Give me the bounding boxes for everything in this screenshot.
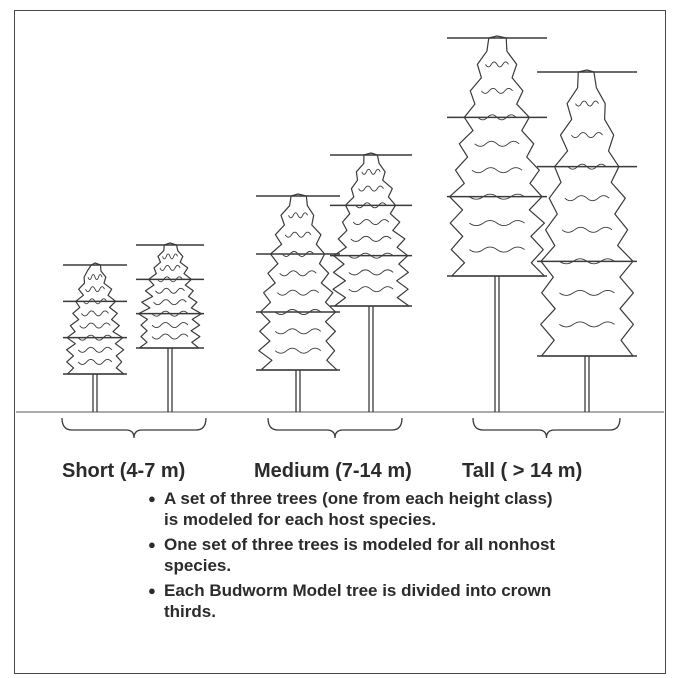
foliage-detail — [485, 61, 509, 68]
foliage-detail — [469, 246, 525, 253]
tree-crown — [258, 193, 338, 371]
tree — [136, 242, 204, 412]
foliage-detail — [474, 140, 520, 147]
foliage-detail — [81, 310, 109, 317]
foliage-detail — [561, 226, 613, 233]
foliage-detail — [276, 289, 320, 296]
height-class-brace — [267, 417, 403, 439]
foliage-detail — [274, 328, 322, 335]
height-class-brace — [472, 417, 621, 439]
foliage-detail — [575, 100, 599, 107]
tree-crown — [540, 69, 634, 357]
foliage-detail — [559, 289, 615, 296]
foliage-detail — [77, 358, 113, 365]
foliage-detail — [571, 132, 603, 139]
foliage-detail — [361, 168, 381, 175]
figure-frame — [14, 10, 666, 674]
foliage-detail — [564, 195, 610, 202]
tree — [330, 152, 412, 412]
tree — [447, 35, 547, 412]
foliage-detail — [481, 87, 513, 94]
height-class-label-medium: Medium (7-14 m) — [254, 460, 412, 482]
foliage-detail — [153, 299, 187, 306]
foliage-detail — [79, 322, 111, 329]
height-class-label-short: Short (4-7 m) — [62, 460, 186, 482]
foliage-detail — [284, 231, 312, 238]
trees-group — [63, 35, 637, 412]
tree-crown — [449, 35, 545, 277]
note-item: One set of three trees is modeled for al… — [148, 534, 568, 576]
note-item: A set of three trees (one from each heig… — [148, 488, 568, 530]
foliage-detail — [279, 270, 317, 277]
foliage-detail — [288, 212, 308, 219]
notes-list: A set of three trees (one from each heig… — [148, 488, 568, 626]
foliage-detail — [85, 286, 105, 293]
foliage-detail — [348, 269, 394, 276]
tree-crown — [138, 242, 202, 349]
foliage-detail — [162, 253, 178, 260]
note-item: Each Budworm Model tree is divided into … — [148, 580, 568, 622]
foliage-detail — [352, 219, 390, 226]
foliage-detail — [155, 287, 185, 294]
foliage-detail — [559, 321, 615, 328]
height-class-label-tall: Tall ( > 14 m) — [462, 460, 583, 482]
foliage-detail — [350, 235, 392, 242]
foliage-detail — [469, 220, 525, 227]
tree — [537, 69, 637, 412]
foliage-detail — [274, 347, 322, 354]
height-class-brace — [61, 417, 207, 439]
foliage-detail — [471, 167, 523, 174]
foliage-detail — [77, 346, 113, 353]
foliage-detail — [87, 274, 103, 281]
foliage-detail — [348, 286, 394, 293]
braces-group — [61, 417, 621, 439]
tree — [256, 193, 340, 412]
tree-crown — [332, 152, 410, 307]
foliage-detail — [151, 333, 189, 340]
foliage-detail — [159, 264, 181, 271]
tree-crown — [66, 262, 125, 375]
foliage-detail — [358, 185, 384, 192]
foliage-detail — [151, 322, 189, 329]
tree — [63, 262, 127, 412]
